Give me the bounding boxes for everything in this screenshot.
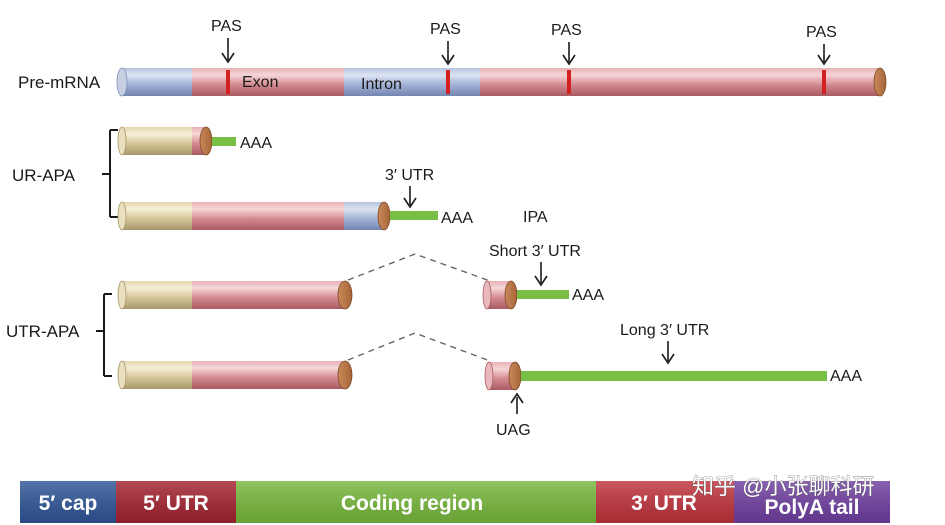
splice-dashed-line [347,253,491,282]
short-utr-label: Short 3′ UTR [489,243,581,260]
aaa-label: AAA [441,210,473,227]
down-arrow-icon [562,54,576,66]
aaa-label: AAA [572,287,604,304]
ipa-label: IPA [523,209,548,226]
legend-5cap-label: 5′ cap [39,492,98,515]
legend-coding-label: Coding region [341,492,483,515]
utr-apa-transcript-short [117,253,569,310]
legend-bar: 5′ cap 5′ UTR Coding region 3′ UTR PolyA… [20,481,890,523]
pas-annotation-4: PAS [806,24,837,66]
pas-label: PAS [430,21,461,38]
up-arrow-icon [510,392,524,404]
legend-3utr-label: 3′ UTR [631,492,697,515]
intron-label: Intron [361,76,402,93]
pas-label: PAS [806,24,837,41]
pas-label: PAS [551,22,582,39]
three-utr-label: 3′ UTR [385,167,434,184]
polya-tail [390,211,438,220]
down-arrow-icon [403,197,417,209]
pas-annotation-3: PAS [551,22,582,66]
polya-tail [521,371,827,381]
utr-apa-bracket [96,293,112,377]
polya-tail [517,290,569,299]
pas-site-marker [446,70,450,94]
pas-annotation-2: PAS [430,21,461,66]
legend-5utr-label: 5′ UTR [143,492,209,515]
ur-apa-label: UR-APA [12,166,76,185]
aaa-label: AAA [830,368,862,385]
pre-mrna-label: Pre-mRNA [18,73,101,92]
utr-apa-label: UTR-APA [6,322,80,341]
polya-tail [212,137,236,146]
pas-site-marker [226,70,230,94]
down-arrow-icon [534,275,548,287]
down-arrow-icon [817,54,831,66]
pas-site-marker [567,70,571,94]
ur-apa-bracket [102,129,118,218]
pas-site-marker [822,70,826,94]
aaa-label: AAA [240,135,272,152]
pas-annotation-1: PAS [211,18,242,64]
down-arrow-icon [661,353,675,365]
splice-dashed-line [347,332,491,362]
down-arrow-icon [221,52,235,64]
ur-apa-transcript-short [117,126,236,156]
pas-label: PAS [211,18,242,35]
utr-apa-transcript-long [117,332,827,391]
exon-label: Exon [242,74,278,91]
pre-mrna-strand [116,67,887,97]
long-utr-label: Long 3′ UTR [620,322,709,339]
ur-apa-transcript-ipa [117,201,438,231]
legend-polya-label: PolyA tail [765,496,860,519]
watermark: 知乎 @小张聊科研 [692,474,874,499]
down-arrow-icon [441,54,455,66]
uag-label: UAG [496,422,531,439]
